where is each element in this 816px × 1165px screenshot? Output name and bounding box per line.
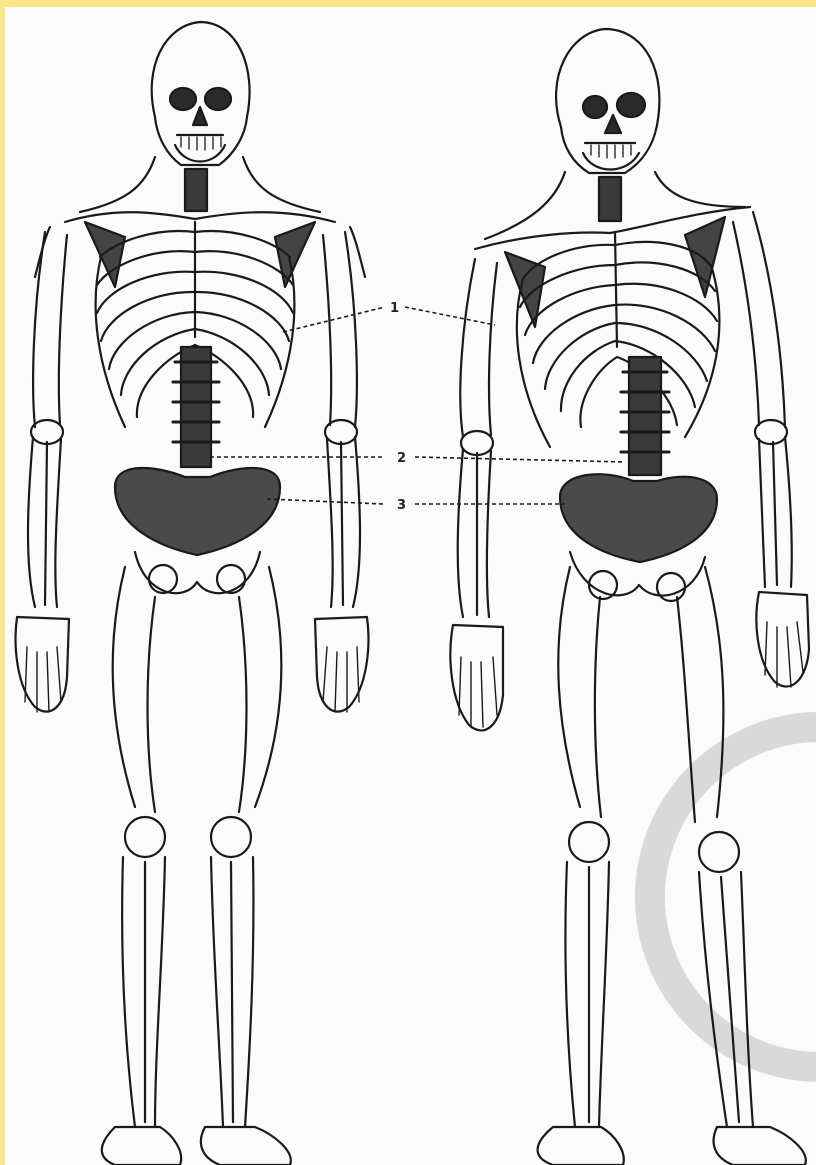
scapula-right xyxy=(275,222,315,287)
nasal-cavity xyxy=(605,115,621,133)
watermark: C xyxy=(650,727,816,1067)
skeleton-diagram: C xyxy=(5,7,816,1165)
left-foot xyxy=(102,1127,181,1165)
lumbar-spine xyxy=(621,357,669,475)
left-leg xyxy=(538,567,624,1165)
right-skeleton xyxy=(450,29,809,1165)
right-eye-socket xyxy=(617,93,645,117)
jaw xyxy=(175,135,225,162)
right-hand xyxy=(756,592,809,687)
left-arm xyxy=(16,232,69,712)
watermark-text: C xyxy=(785,966,786,968)
right-leg xyxy=(201,567,291,1165)
left-skeleton xyxy=(16,22,369,1165)
scapula-right xyxy=(685,217,725,297)
ribcage xyxy=(517,232,720,447)
callout-2 xyxy=(210,457,625,462)
left-eye-socket xyxy=(583,96,607,118)
clavicles xyxy=(65,212,335,222)
callout-3 xyxy=(267,499,565,504)
cervical-spine xyxy=(185,169,207,211)
right-arm xyxy=(733,212,809,687)
nasal-cavity xyxy=(193,107,207,125)
right-foot xyxy=(714,1127,806,1165)
skull xyxy=(152,22,250,165)
pelvis xyxy=(560,474,717,601)
callout-label-2: 2 xyxy=(397,451,406,466)
left-leg xyxy=(102,567,181,1165)
right-eye-socket xyxy=(205,88,231,110)
pelvis xyxy=(115,468,280,593)
cervical-spine xyxy=(599,177,621,221)
right-arm xyxy=(315,232,368,712)
left-eye-socket xyxy=(170,88,196,110)
left-arm xyxy=(450,259,503,730)
callout-label-3: 3 xyxy=(397,498,406,513)
callout-label-1: 1 xyxy=(390,301,399,316)
lumbar-spine xyxy=(173,347,219,467)
right-foot xyxy=(201,1127,291,1165)
left-foot xyxy=(538,1127,624,1165)
